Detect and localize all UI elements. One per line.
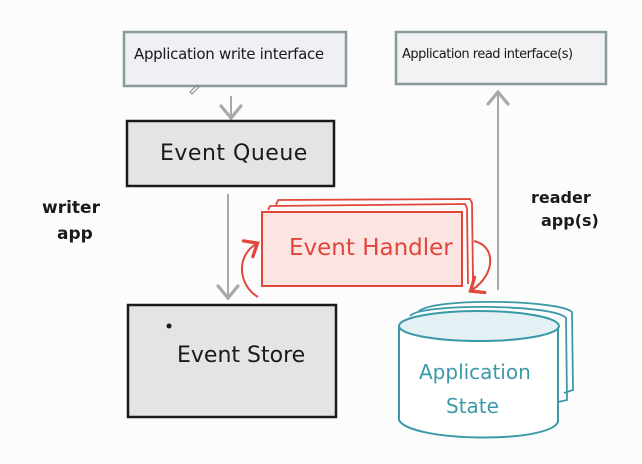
application-state-label-line2: State (446, 394, 499, 418)
event-store-box (126, 303, 338, 419)
event-handler-box (261, 211, 463, 287)
arrow-store-to-handler (241, 239, 260, 298)
write-interface-box (122, 30, 348, 88)
read-interface-box (394, 30, 608, 86)
writer-app-label-line1: writer (42, 198, 100, 218)
event-queue-label: Event Queue (160, 141, 308, 166)
dot-mark (166, 323, 172, 329)
event-handler-stack (261, 198, 474, 287)
event-queue-box (125, 119, 336, 188)
arrow-handler-to-state (468, 240, 492, 295)
read-interface-label: Application read interface(s) (402, 47, 573, 62)
write-interface-label: Application write interface (134, 45, 324, 63)
application-state-cylinder (398, 300, 574, 439)
pencil-mark-icon (189, 84, 200, 95)
reader-apps-label-line1: reader (531, 188, 591, 207)
event-store-label: Event Store (177, 343, 306, 368)
writer-app-label-line2: app (57, 224, 93, 244)
event-handler-label: Event Handler (289, 235, 453, 261)
application-state-label-line1: Application (419, 360, 531, 384)
reader-apps-label-line2: app(s) (541, 211, 599, 230)
